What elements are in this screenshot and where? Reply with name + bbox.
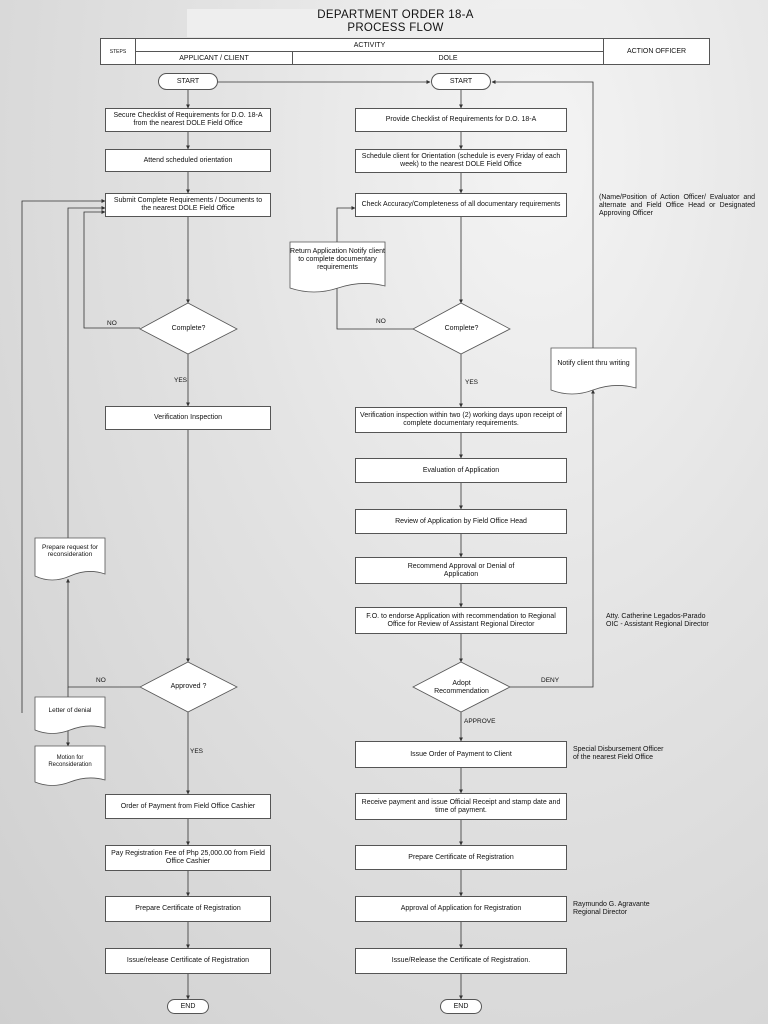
applicant-submit-requirements: Submit Complete Requirements / Documents… [105, 193, 271, 217]
dole-end: END [440, 999, 482, 1014]
applicant-pay-fee: Pay Registration Fee of Php 25,000.00 fr… [105, 845, 271, 871]
dole-check-accuracy: Check Accuracy/Completeness of all docum… [355, 193, 567, 217]
applicant-order-of-payment: Order of Payment from Field Office Cashi… [105, 794, 271, 819]
decision-complete-dole [412, 302, 511, 355]
dole-verification-inspection: Verification inspection within two (2) w… [355, 407, 567, 433]
flow-line [21, 199, 106, 713]
approved-label: Approved ? [170, 683, 207, 690]
dole-provide-checklist: Provide Checklist of Requirements for D.… [355, 108, 567, 132]
dole-approval: Approval of Application for Registration [355, 896, 567, 922]
sdo-name: Special Disbursement Officer [573, 746, 664, 753]
flow-line [67, 206, 106, 538]
decision-complete-applicant [139, 302, 238, 355]
dole-issue-order-of-payment: Issue Order of Payment to Client [355, 741, 567, 768]
note-rd: Raymundo G. Agravante Regional Director [573, 901, 723, 917]
applicant-issue-certificate: Issue/release Certificate of Registratio… [105, 948, 271, 974]
return-application-label: Return Application Notify client to comp… [290, 248, 385, 271]
dole-yes-label: YES [465, 379, 479, 386]
flow-line [66, 578, 140, 688]
decision-adopt [412, 661, 511, 713]
deny-label: DENY [541, 677, 560, 684]
flow-line [83, 210, 140, 329]
note-sdo: Special Disbursement Officer of the near… [573, 746, 723, 762]
notify-client-label: Notify client thru writing [557, 360, 630, 367]
doc-shape-reconsider [34, 537, 106, 581]
applicant-verification-inspection: Verification Inspection [105, 406, 271, 430]
applicant-start: START [158, 73, 218, 90]
dole-no-label: NO [376, 318, 386, 325]
applicant-attend-orientation: Attend scheduled orientation [105, 149, 271, 172]
reconsideration-label: Prepare request for reconsideration [41, 543, 98, 559]
title-line-1: DEPARTMENT ORDER 18-A [317, 9, 474, 21]
flow-line [491, 80, 594, 348]
note-ard: Atty. Catherine Legados-Parado OIC - Ass… [606, 613, 756, 629]
dole-start: START [431, 73, 491, 90]
approved-no-label: NO [96, 677, 106, 684]
applicant-complete-label: Complete? [171, 325, 206, 332]
dole-prepare-certificate: Prepare Certificate of Registration [355, 845, 567, 870]
decision-approved [139, 661, 238, 713]
doc-shape-return [289, 241, 386, 293]
dole-review: Review of Application by Field Office He… [355, 509, 567, 534]
ard-title: OIC - Assistant Regional Director [606, 621, 709, 628]
rd-title: Regional Director [573, 909, 628, 916]
dole-issue-release-certificate: Issue/Release the Certificate of Registr… [355, 948, 567, 974]
flow-line [510, 389, 595, 688]
dole-evaluation: Evaluation of Application [355, 458, 567, 483]
applicant-end: END [167, 999, 209, 1014]
note-evaluator: (Name/Position of Action Officer/ Evalua… [599, 194, 755, 217]
sdo-title: of the nearest Field Office [573, 754, 654, 761]
title-line-2: PROCESS FLOW [347, 22, 444, 34]
ard-name: Atty. Catherine Legados-Parado [606, 613, 706, 620]
dole-complete-label: Complete? [444, 325, 479, 332]
adopt-recommendation-label: Adopt Recommendation [434, 680, 489, 695]
dole-schedule-orientation: Schedule client for Orientation (schedul… [355, 149, 567, 173]
header-dole: DOLE [292, 51, 604, 65]
applicant-yes-label: YES [174, 377, 188, 384]
doc-shape-motion [34, 745, 106, 786]
dole-endorse: F.O. to endorse Application with recomme… [355, 607, 567, 634]
dole-receive-payment: Receive payment and issue Official Recei… [355, 793, 567, 820]
doc-shape-notify [550, 347, 637, 395]
letter-of-denial-label: Letter of denial [48, 707, 92, 715]
header-action-officer: ACTION OFFICER [603, 38, 710, 65]
applicant-secure-checklist: Secure Checklist of Requirements for D.O… [105, 108, 271, 132]
applicant-prepare-certificate: Prepare Certificate of Registration [105, 896, 271, 922]
motion-label: Motion for Reconsideration [48, 754, 92, 769]
applicant-no-label: NO [107, 320, 117, 327]
approve-label: APPROVE [464, 718, 496, 725]
approved-yes-label: YES [190, 748, 204, 755]
page-title: DEPARTMENT ORDER 18-A PROCESS FLOW [187, 9, 604, 37]
doc-shape-denial [34, 696, 106, 734]
rd-name: Raymundo G. Agravante [573, 901, 650, 908]
dole-recommend: Recommend Approval or Denial of Applicat… [355, 557, 567, 584]
